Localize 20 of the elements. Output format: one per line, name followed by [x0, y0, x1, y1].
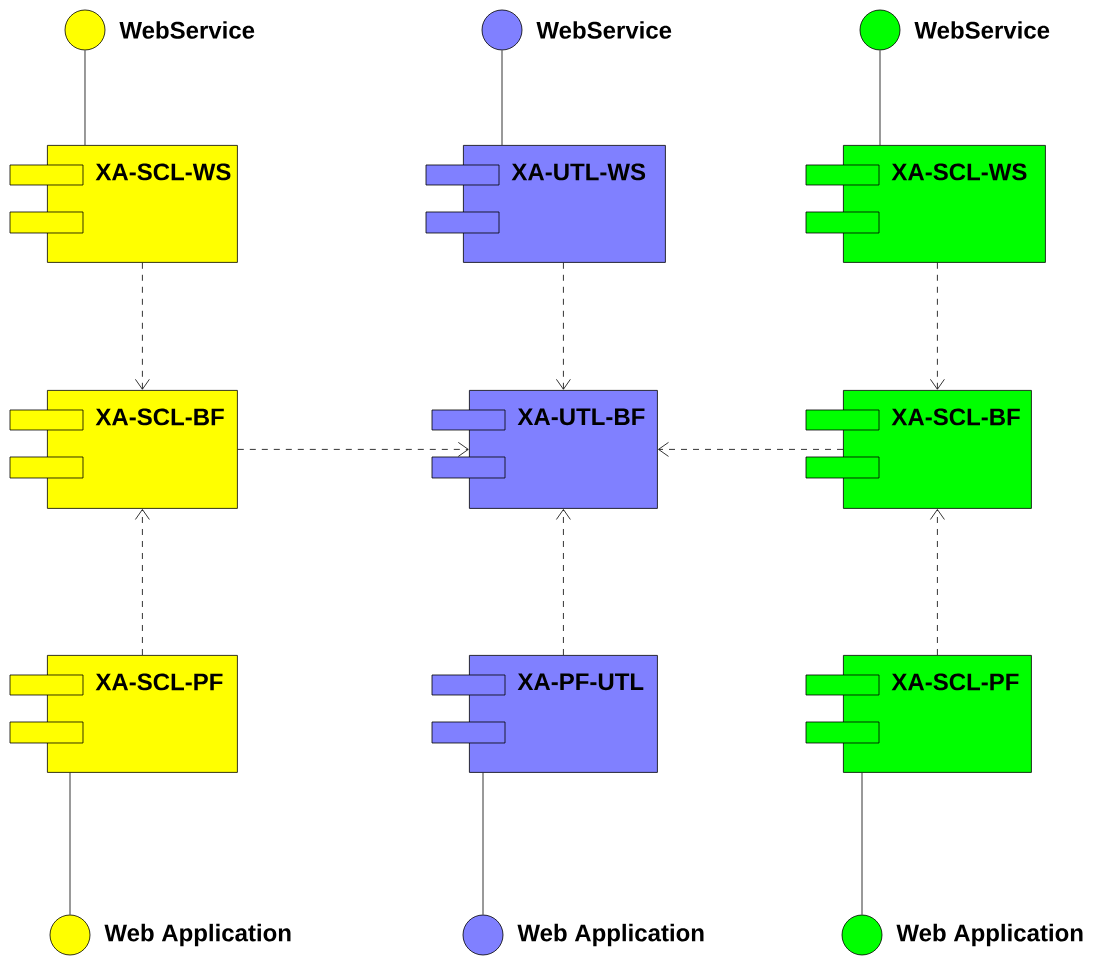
connector [84, 50, 86, 146]
interface-label: Web Application [896, 923, 1083, 947]
connector [237, 442, 469, 457]
connector [861, 772, 863, 915]
connector [135, 262, 150, 390]
interface-label: Web Application [517, 923, 704, 947]
connector [482, 772, 484, 915]
connector [879, 50, 881, 146]
interface-label: WebService [536, 21, 672, 39]
interface-label: WebService [914, 21, 1050, 39]
connector [501, 50, 503, 146]
connector [930, 262, 945, 390]
connector [658, 442, 844, 457]
connector [930, 509, 945, 656]
interface-label: Web Application [104, 923, 291, 947]
connector [556, 509, 571, 656]
connector [556, 262, 571, 390]
interface-label: WebService [119, 21, 255, 39]
connector [135, 509, 150, 656]
connector [69, 772, 71, 915]
